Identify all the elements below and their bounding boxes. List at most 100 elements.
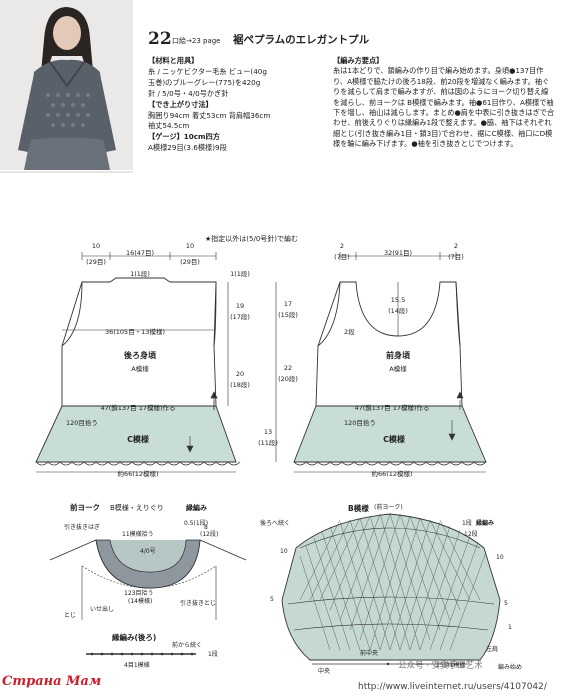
page-reference: 口絵→23 page	[172, 37, 221, 45]
back-h22: 22	[283, 364, 293, 372]
front-dim-left-sts: (7目)	[334, 253, 350, 261]
materials-title: 【材料と用具】	[148, 56, 199, 65]
back-body-name: 後ろ身頃	[124, 351, 156, 360]
wechat-watermark: 公众号 · 安安手工艺术	[398, 661, 483, 671]
b-chart-center: 中央	[318, 668, 331, 675]
front-dim-right: 2	[453, 242, 459, 250]
back-h13-rows: (11段)	[258, 439, 278, 447]
method-title: 【編み方要点】	[333, 56, 384, 65]
method-text: 糸は1本どりで、鎖編みの作り目で編み始めます。身頃●137目作り、A模様で脇たけ…	[333, 66, 555, 149]
yoke-label-8: 8	[204, 524, 208, 531]
back-h20-rows: (18段)	[230, 381, 250, 389]
back-edge-title: 縁編み(後ろ)	[112, 633, 157, 642]
b-chart-row-10-right: 10	[496, 554, 504, 561]
materials-line-1: 糸 / ニッケビクター毛糸 ビュー(40g	[148, 66, 267, 76]
diagram-note: ★指定以外は(5/0号針)で編む	[205, 235, 299, 243]
size-line-2: 袖丈54.5cm	[148, 121, 190, 131]
back-h20: 20	[235, 370, 245, 378]
yoke-label-11-repeats: 11模様拾う	[122, 531, 154, 538]
method-block: 【編み方要点】 糸は1本どりで、鎖編みの作り目で編み始めます。身頃●137目作り…	[333, 56, 555, 150]
yoke-diagram	[49, 539, 247, 656]
b-chart-edge: 縁編み	[476, 520, 495, 527]
yoke-title: 前ヨーク	[70, 503, 100, 512]
back-pattern-a: A模様	[131, 365, 149, 373]
back-dim-left-sts: (29目)	[86, 258, 106, 266]
back-shoulder-rows: 1(1段)	[230, 270, 250, 278]
yoke-label-seam: とじ	[64, 612, 77, 619]
pattern-title: 裾ペプラムのエレガントプル	[233, 34, 370, 46]
back-cast-on: 47(鎖137目 17模様)作る	[100, 404, 176, 412]
back-edge-rows: 1段	[208, 651, 218, 658]
front-dim-left: 2	[339, 242, 345, 250]
gauge-title: 【ゲージ】10cm四方	[148, 132, 220, 142]
front-decrease-rows: 2段	[344, 328, 355, 336]
materials-line-2: 玉巻)のブルーグレー(775)を420g	[148, 77, 261, 87]
back-h22-rows: (20段)	[278, 375, 298, 383]
back-h17: 17	[283, 300, 293, 308]
front-pick-up: 120目拾う	[344, 419, 376, 427]
front-dimension-lines	[294, 252, 486, 473]
model-photo	[0, 0, 133, 170]
back-h13: 13	[263, 428, 273, 436]
front-hem-scallop	[293, 461, 487, 466]
b-chart-row-5-left: 5	[270, 596, 274, 603]
front-cast-on: 47(鎖137目 17模様)作る	[354, 404, 430, 412]
size-title: 【でき上がり寸法】	[148, 99, 213, 109]
back-hem-width: 約66(12模様)	[117, 470, 159, 478]
yoke-label-ease: いせ出し	[90, 606, 115, 613]
back-dimension-lines	[36, 252, 277, 473]
back-dim-left: 10	[91, 242, 101, 250]
back-c-pattern: C模様	[127, 435, 149, 444]
back-width: 36(105目・13模様)	[104, 328, 166, 336]
b-chart-subtitle: (前ヨーク)	[374, 504, 403, 511]
b-chart-row-1: 1段	[462, 520, 472, 527]
size-line-1: 胸囲り94cm 着丈53cm 背肩幅36cm	[148, 110, 271, 120]
back-dim-right: 10	[185, 242, 195, 250]
materials-block: 【材料と用具】 糸 / ニッケビクター毛糸 ビュー(40g 玉巻)のブルーグレー…	[148, 56, 324, 154]
yoke-label-12rows: (12段)	[200, 531, 219, 538]
back-h17-rows: (15段)	[278, 311, 298, 319]
site-watermark: http://www.liveinternet.ru/users/4107042…	[358, 682, 547, 692]
front-dim-center: 32(91目)	[383, 249, 413, 257]
b-chart-to-back: 後ろへ続く	[260, 520, 291, 527]
front-c-pattern: C模様	[383, 435, 405, 444]
front-hem-width: 約66(12模様)	[371, 470, 413, 478]
gauge-line: A模様29目(3.6模様)9段	[148, 143, 227, 153]
back-body-outline	[61, 277, 217, 407]
front-neck-depth: 15.5	[390, 296, 406, 304]
yoke-edge: 縁編み	[186, 504, 207, 512]
b-chart-left-shoulder: 左肩	[486, 646, 499, 653]
back-dim-right-sts: (29目)	[180, 258, 200, 266]
front-dim-right-sts: (7目)	[448, 253, 464, 261]
front-neck-rows: (14段)	[388, 307, 408, 315]
yoke-label-slip-join: 引き抜きはぎ	[64, 524, 101, 531]
back-h19-rows: (17段)	[230, 313, 250, 321]
b-pattern-chart	[281, 513, 501, 666]
b-chart-front-center: 前中央	[360, 650, 379, 657]
yoke-label-row-half: 0.5(1段)	[184, 520, 209, 527]
yoke-label-14-repeats: (14模様)	[128, 598, 153, 605]
pattern-number: 22	[148, 29, 172, 49]
b-chart-title: B模様	[348, 504, 369, 513]
back-edge-repeat: 4目1模様	[124, 662, 150, 669]
yoke-b-pattern: B模様・えりぐり	[110, 504, 164, 512]
front-body-outline	[315, 281, 463, 407]
yoke-label-hook: 4/0号	[140, 548, 156, 555]
b-chart-row-12: 12段	[464, 531, 478, 538]
b-chart-row-1-bottom: 1	[508, 624, 512, 631]
back-pick-up: 120目拾う	[66, 419, 98, 427]
b-chart-row-10-left: 10	[280, 548, 288, 555]
back-neck-rows: 1(1段)	[130, 270, 150, 278]
b-chart-row-5-right: 5	[504, 600, 508, 607]
back-hem-scallop	[35, 461, 241, 466]
materials-line-3: 針 / 5/0号・4/0号かぎ針	[148, 88, 229, 98]
back-h19: 19	[235, 302, 245, 310]
front-pattern-a: A模様	[389, 365, 407, 373]
b-chart-repeat: 15目1模様	[436, 662, 466, 669]
back-dim-center: 16(47目)	[125, 249, 155, 257]
brand-watermark: Страна Мам	[2, 674, 102, 689]
back-edge-continue: 前から続く	[172, 642, 203, 649]
yoke-label-slip-seam: 引き抜きとじ	[180, 600, 217, 607]
front-body-name: 前身頃	[386, 351, 410, 360]
